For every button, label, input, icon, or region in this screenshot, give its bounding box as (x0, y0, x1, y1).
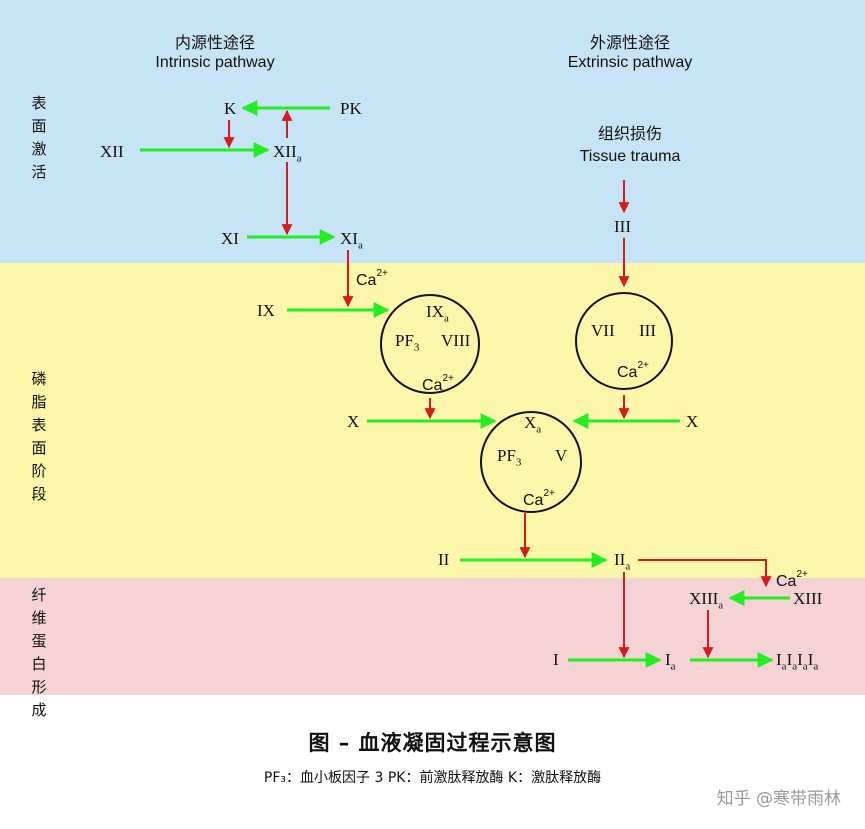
factor-xiia: XIIa (273, 142, 302, 165)
fibrin-formation-band (0, 578, 865, 695)
fibrin-polymer: IaIaIaIa (776, 650, 819, 673)
tissue-trauma-en: Tissue trauma (579, 148, 681, 165)
extrinsic-pathway-header: 外源性途径 Extrinsic pathway (535, 34, 725, 72)
factor-iii: III (614, 217, 631, 236)
tenase-viii: VIII (441, 331, 471, 350)
extrinsic-vii: VII (591, 321, 615, 340)
tissue-trauma-zh: 组织损伤 (597, 126, 662, 143)
tenase-pf3: PF3 (395, 331, 420, 354)
extrinsic-en: Extrinsic pathway (567, 54, 693, 71)
arrow-iia-to-ca (638, 559, 772, 588)
stage-fibrin-formation: 纤维蛋白形成 (31, 586, 47, 719)
extrinsic-complex-circle (575, 292, 673, 390)
extrinsic-calcium: Ca2+ (617, 360, 649, 381)
factor-xiii: XIII (793, 589, 823, 608)
surface-activation-band (0, 0, 865, 263)
factor-ia: Ia (665, 650, 676, 673)
factor-ix: IX (257, 301, 275, 320)
factor-xi: XI (221, 229, 239, 248)
tissue-trauma-label: 组织损伤 Tissue trauma (540, 124, 720, 168)
intrinsic-pathway-header: 内源性途径 Intrinsic pathway (120, 34, 310, 72)
tenase-complex-circle (380, 294, 480, 394)
factor-xii: XII (100, 142, 124, 161)
extrinsic-iii: III (639, 321, 656, 340)
intrinsic-en: Intrinsic pathway (155, 54, 275, 71)
tenase-calcium: Ca2+ (422, 373, 454, 394)
prothrombinase-calcium: Ca2+ (523, 488, 555, 509)
stage-surface-activation: 表面激活 (31, 94, 47, 181)
factor-ii: II (438, 550, 450, 569)
calcium-ion-2: Ca2+ (776, 569, 808, 590)
calcium-ion-1: Ca2+ (356, 268, 388, 289)
prothrombinase-v: V (555, 446, 568, 465)
factor-xiiia: XIIIa (689, 589, 724, 612)
factor-i: I (553, 650, 559, 669)
prothrombinase-xa: Xa (524, 413, 542, 436)
factor-x-right: X (686, 412, 699, 431)
factor-x-left: X (347, 412, 360, 431)
factor-k: K (224, 99, 237, 118)
watermark: 知乎 @寒带雨林 (716, 789, 841, 809)
figure-title: 图 – 血液凝固过程示意图 (308, 731, 557, 755)
factor-pk: PK (340, 99, 362, 118)
figure-legend: PF₃：血小板因子 3 PK：前激肽释放酶 K：激肽释放酶 (263, 770, 602, 786)
extrinsic-zh: 外源性途径 (589, 35, 670, 52)
stage-phospholipid-surface: 磷脂表面阶段 (31, 370, 47, 503)
factor-xia: XIa (340, 229, 363, 252)
tenase-factor-ixa: IXa (426, 302, 449, 325)
intrinsic-zh: 内源性途径 (174, 35, 255, 52)
factor-iia: IIa (614, 550, 631, 573)
prothrombinase-pf3: PF3 (497, 446, 522, 469)
prothrombinase-complex-circle (480, 411, 582, 513)
